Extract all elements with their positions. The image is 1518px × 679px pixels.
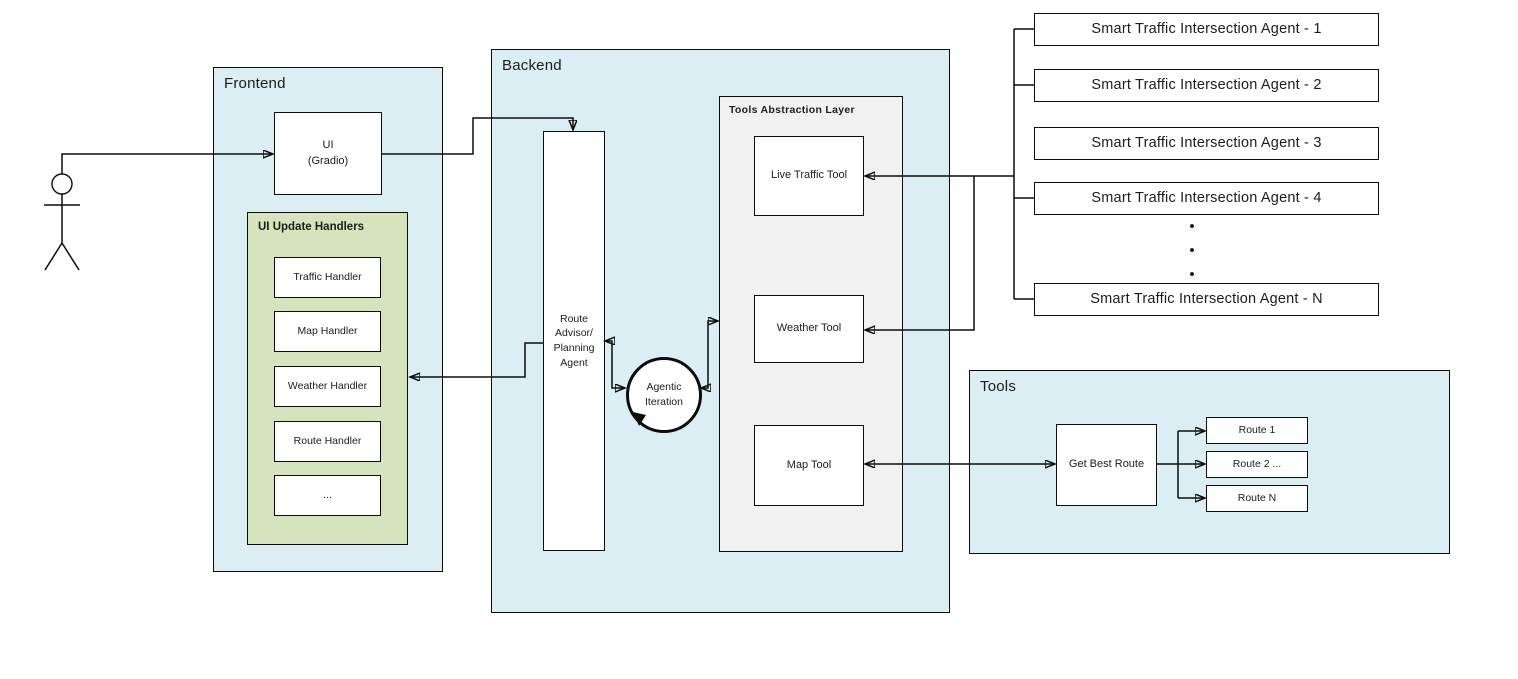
ui-update-handlers-title: UI Update Handlers: [258, 221, 365, 233]
handler-node-ellipsis: ...: [274, 475, 381, 516]
handler-node-map: Map Handler: [274, 311, 381, 352]
tools-title: Tools: [980, 378, 1017, 395]
user-figure: [44, 173, 80, 271]
tools-abstraction-layer-title: Tools Abstraction Layer: [729, 104, 855, 116]
frontend-title: Frontend: [224, 75, 286, 92]
route-2-node: Route 2 ...: [1206, 451, 1308, 478]
intersection-agent-node-4: Smart Traffic Intersection Agent - 4: [1034, 182, 1379, 215]
map-tool-node: Map Tool: [754, 425, 864, 506]
weather-tool-node: Weather Tool: [754, 295, 864, 363]
intersection-agent-node-1: Smart Traffic Intersection Agent - 1: [1034, 13, 1379, 46]
route-1-node: Route 1: [1206, 417, 1308, 444]
backend-title: Backend: [502, 57, 562, 74]
handler-node-route: Route Handler: [274, 421, 381, 462]
handler-node-traffic: Traffic Handler: [274, 257, 381, 298]
route-n-node: Route N: [1206, 485, 1308, 512]
get-best-route-node: Get Best Route: [1056, 424, 1157, 506]
agents-continuation-dots: • • •: [1189, 218, 1195, 283]
intersection-agent-node-2: Smart Traffic Intersection Agent - 2: [1034, 69, 1379, 102]
live-traffic-tool-node: Live Traffic Tool: [754, 136, 864, 216]
intersection-agent-node-3: Smart Traffic Intersection Agent - 3: [1034, 127, 1379, 160]
route-advisor-node: Route Advisor/ Planning Agent: [543, 131, 605, 551]
handler-node-weather: Weather Handler: [274, 366, 381, 407]
ui-gradio-node: UI (Gradio): [274, 112, 382, 195]
agentic-iteration-node: Agentic Iteration: [626, 357, 702, 433]
intersection-agent-node-n: Smart Traffic Intersection Agent - N: [1034, 283, 1379, 316]
